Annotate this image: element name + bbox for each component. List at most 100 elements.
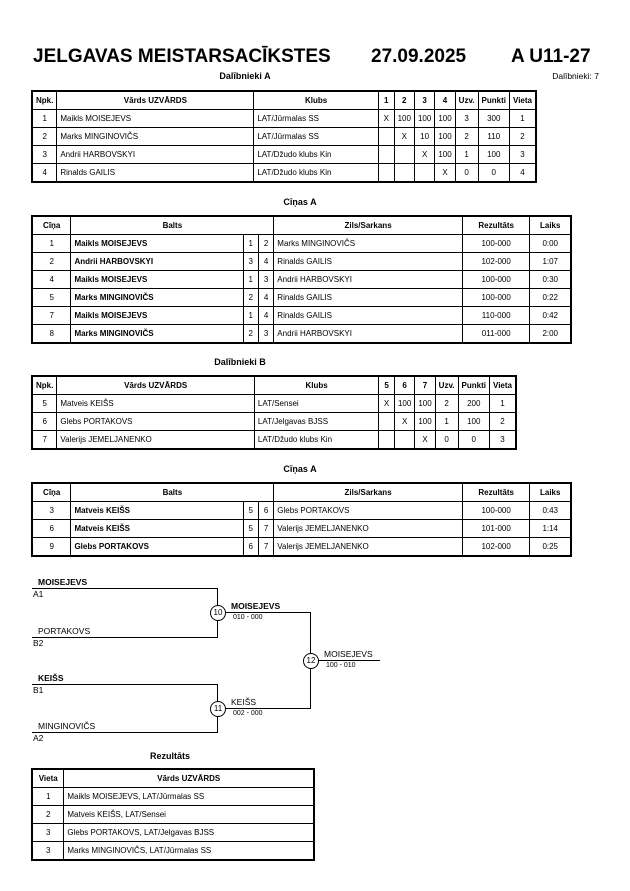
- table-cell: 100: [434, 145, 456, 164]
- table-cell: 1: [508, 109, 537, 128]
- table-cell: [377, 145, 395, 164]
- column-header: Zils/Sarkans: [273, 215, 463, 235]
- table-cell: 2: [434, 394, 459, 413]
- column-header: Uzv.: [434, 375, 459, 395]
- table-cell: 2: [508, 127, 537, 146]
- table-cell: 100: [434, 109, 456, 128]
- table-cell: 1: [434, 412, 459, 431]
- table-cell: 3: [31, 145, 58, 164]
- table-cell: 1: [488, 394, 517, 413]
- table-cell: X: [414, 430, 436, 450]
- table-cell: 2: [488, 412, 517, 431]
- column-header: Klubs: [253, 90, 379, 110]
- column-header: Cīņa: [31, 215, 72, 235]
- column-header: Uzv.: [454, 90, 479, 110]
- table-cell: 0: [434, 430, 459, 450]
- table-cell: 3: [242, 252, 259, 271]
- bracket-s1-top-seed: A1: [33, 589, 44, 599]
- bracket-s2-bot-seed: A2: [33, 733, 44, 743]
- table-cell: 2: [454, 127, 479, 146]
- table-cell: 200: [457, 394, 490, 413]
- table-cell: 100: [457, 412, 490, 431]
- table-cell: LAT/Jelgavas BJSS: [253, 412, 380, 431]
- table-cell: 5: [242, 519, 259, 538]
- bracket-m12-score: 100 - 010: [326, 662, 356, 669]
- column-header: Npk.: [31, 375, 58, 395]
- table-cell: 3: [257, 270, 275, 289]
- table-cell: [413, 163, 436, 183]
- table-cell: Matveis KEIŠS: [56, 394, 255, 413]
- table-cell: 4: [508, 163, 537, 183]
- bracket-m11-score: 002 - 000: [233, 710, 263, 717]
- column-header: 6: [393, 375, 416, 395]
- table-cell: 6: [31, 412, 58, 431]
- table-cell: Glebs PORTAKOVS: [273, 501, 463, 520]
- bracket-s2-bot-name: MINGINOVIČS: [38, 721, 96, 731]
- table-cell: [377, 163, 395, 183]
- table-cell: 4: [31, 270, 72, 289]
- bracket-s1-top-name: MOISEJEVS: [38, 577, 88, 587]
- bracket-m11-winner: KEIŠS: [231, 697, 257, 707]
- column-header: Zils/Sarkans: [273, 482, 463, 502]
- table-cell: 2: [242, 324, 259, 344]
- table-cell: 8: [31, 324, 72, 344]
- table-cell: 0: [457, 430, 490, 450]
- table-cell: Matveis KEIŠS, LAT/Sensei: [63, 805, 315, 824]
- table-cell: Marks MINGINOVIČS: [70, 324, 244, 344]
- table-cell: Marks MINGINOVIČS: [56, 127, 255, 146]
- table-cell: Maikls MOISEJEVS: [56, 109, 255, 128]
- table-cell: Andrii HARBOVSKYI: [273, 270, 463, 289]
- results-title: Rezultāts: [149, 751, 190, 761]
- competition-date: 27.09.2025: [371, 46, 467, 67]
- column-header: Balts: [70, 482, 275, 502]
- table-cell: [377, 127, 395, 146]
- table-cell: 3: [257, 324, 275, 344]
- table-cell: 4: [257, 252, 275, 271]
- table-cell: Rinalds GAILIS: [273, 306, 463, 325]
- column-header: Klubs: [253, 375, 380, 395]
- table-cell: 1:14: [529, 519, 572, 538]
- table-cell: 2: [31, 127, 58, 146]
- table-cell: LAT/Džudo klubs Kin: [253, 145, 379, 164]
- match-10-marker: 10: [210, 605, 226, 621]
- table-cell: Andrii HARBOVSKYI: [70, 252, 244, 271]
- table-cell: 0:30: [529, 270, 572, 289]
- fights-a-title: Cīņas A: [283, 197, 317, 207]
- table-cell: 1: [242, 306, 259, 325]
- table-cell: 3: [488, 430, 517, 450]
- table-cell: 0:42: [529, 306, 572, 325]
- column-header: Laiks: [529, 482, 572, 502]
- table-cell: Glebs PORTAKOVS: [56, 412, 255, 431]
- table-cell: 100-000: [461, 288, 531, 307]
- table-cell: 100: [477, 145, 510, 164]
- table-cell: 0:25: [529, 537, 572, 557]
- column-header: 3: [413, 90, 436, 110]
- table-cell: LAT/Jūrmalas SS: [253, 109, 379, 128]
- bracket-s2-top-name: KEIŠS: [38, 673, 64, 683]
- match-12-marker: 12: [303, 653, 319, 669]
- table-cell: 1:07: [529, 252, 572, 271]
- bracket-m12-winner: MOISEJEVS: [324, 649, 373, 659]
- table-cell: Rinalds GAILIS: [273, 252, 463, 271]
- column-header: Rezultāts: [461, 482, 531, 502]
- page-title: JELGAVAS MEISTARSACĪKSTES 27.09.2025 A U…: [33, 46, 591, 68]
- table-cell: 6: [257, 501, 275, 520]
- table-cell: 5: [242, 501, 259, 520]
- table-cell: 100-000: [461, 270, 531, 289]
- table-cell: 7: [31, 430, 58, 450]
